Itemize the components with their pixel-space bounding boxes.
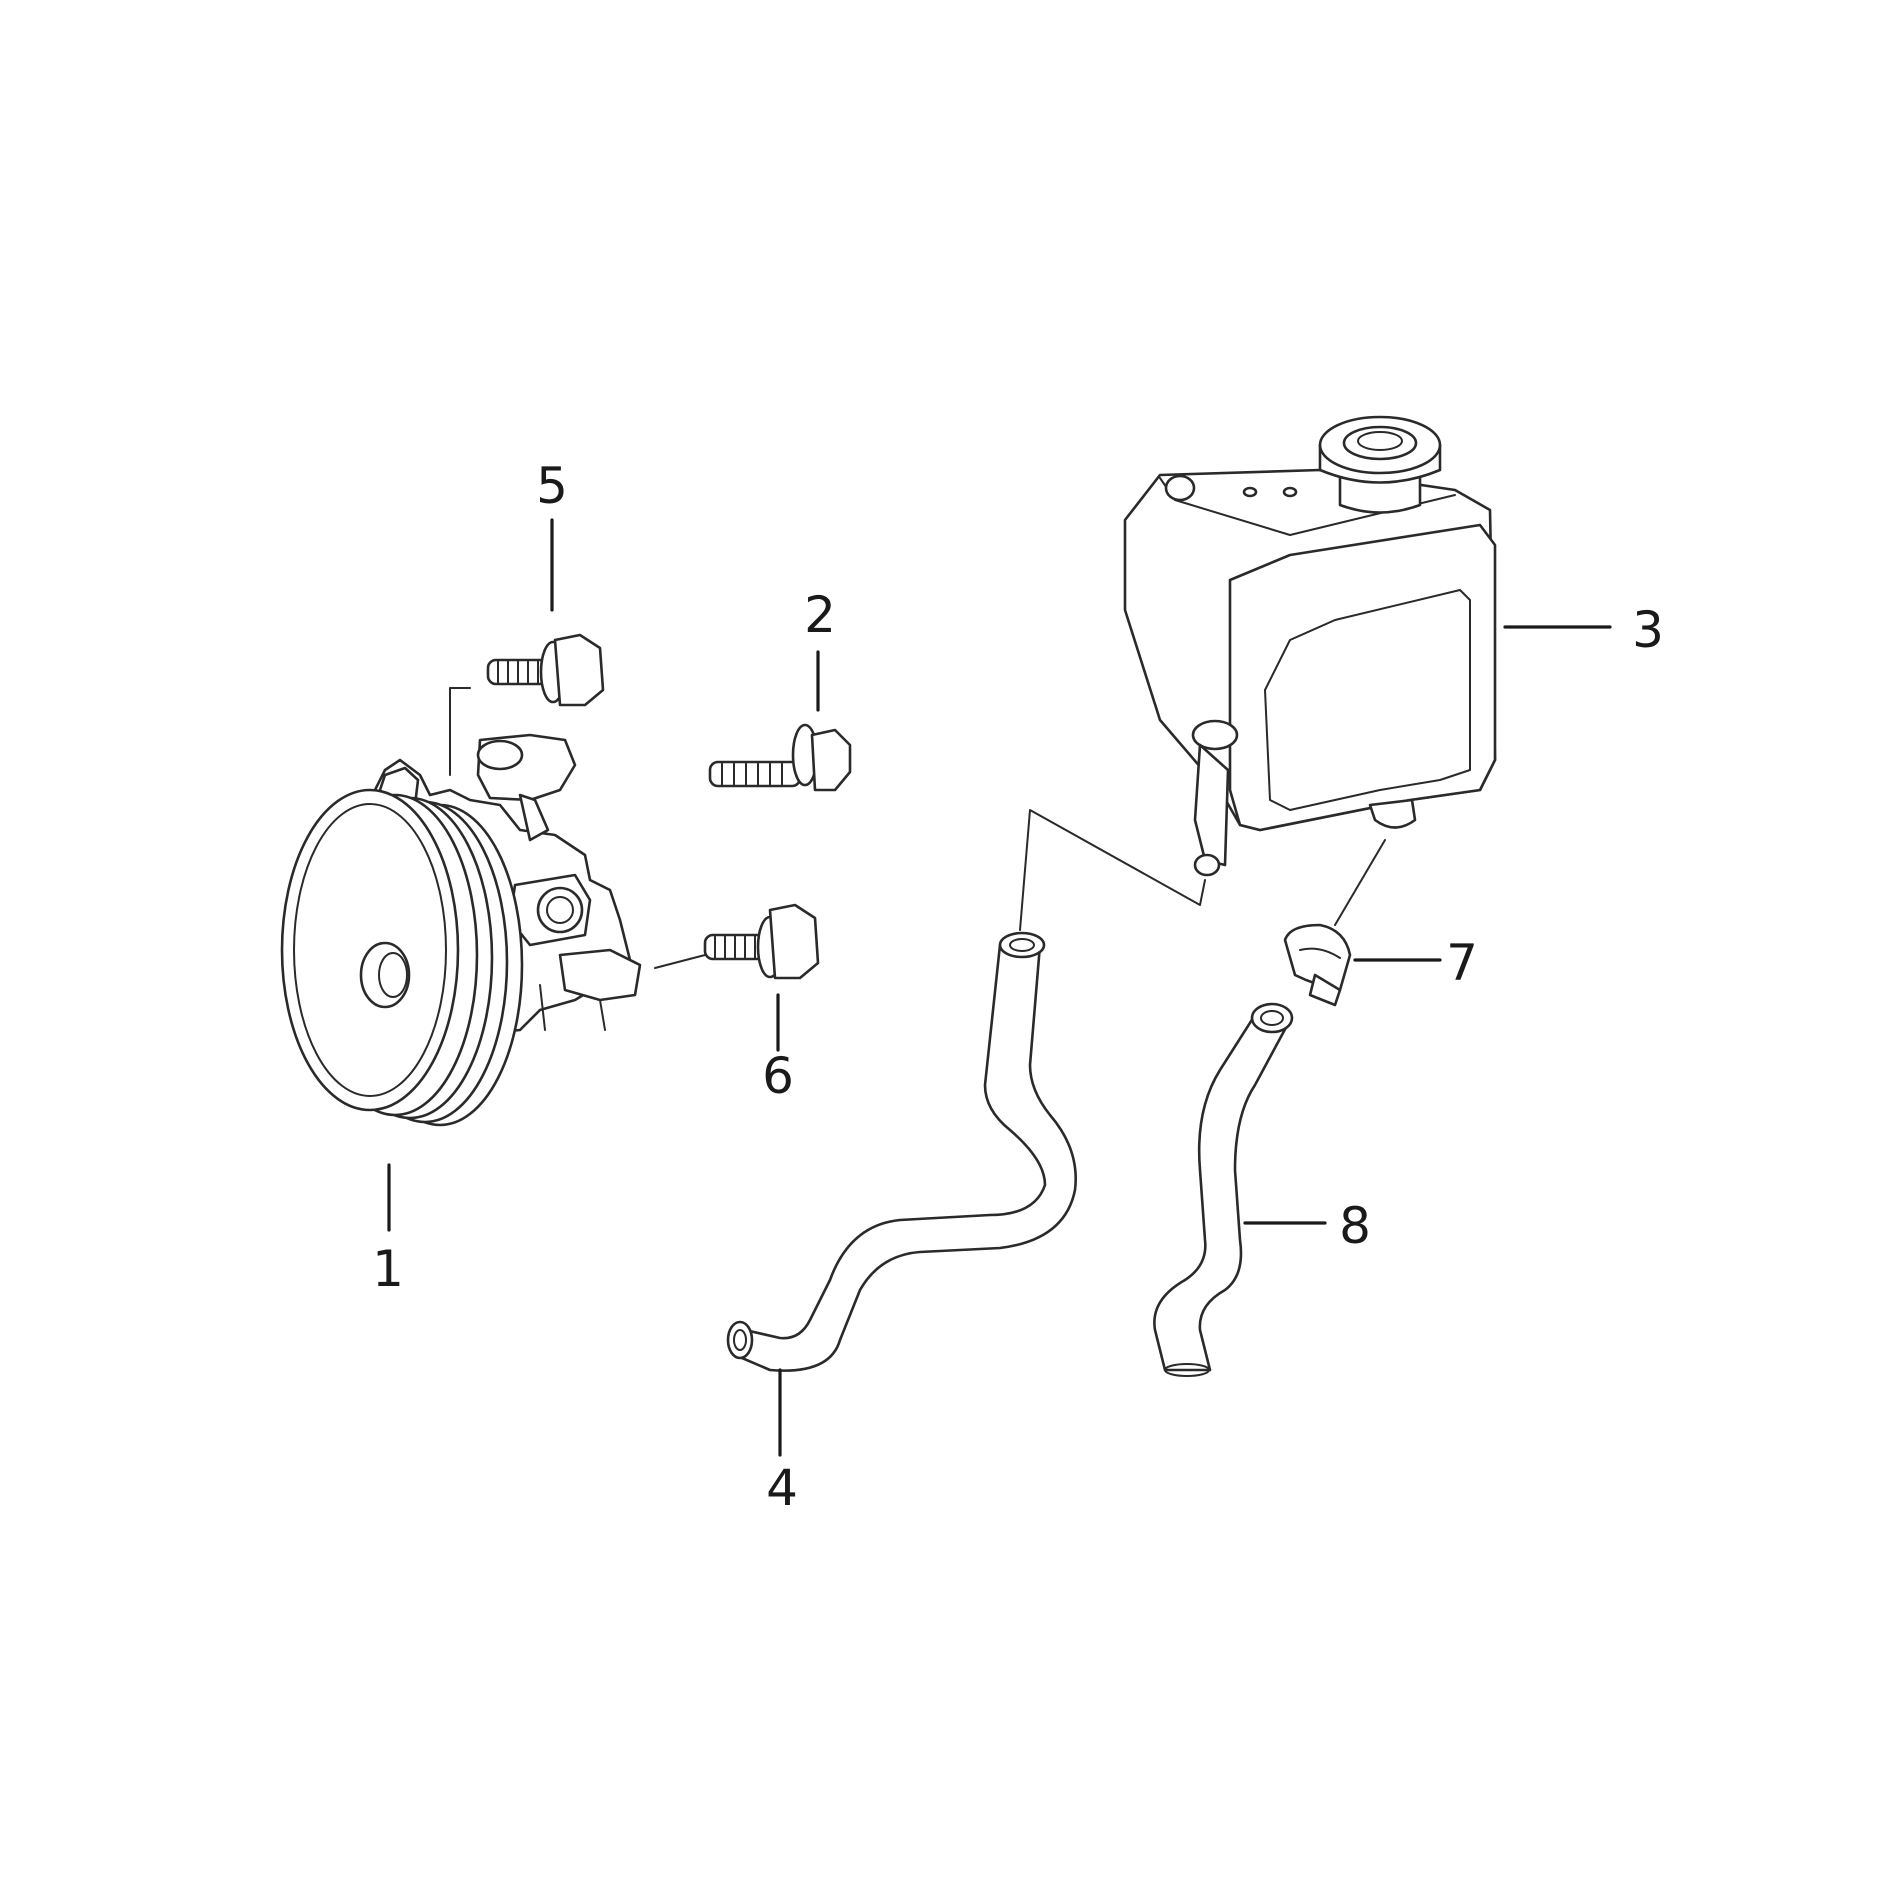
lower-bolt [703,903,820,980]
callout-4-label: 4 [766,1459,798,1517]
fluid-reservoir [1123,415,1497,877]
hose-clamp [1283,923,1352,1007]
callout-3-label: 3 [1632,601,1664,659]
stud-bolt [708,723,852,792]
bolt-6-alignment-line [654,954,706,969]
bolt-5-alignment-line [449,687,471,776]
callout-7-label: 7 [1446,934,1478,992]
return-hose [1153,1002,1294,1377]
clamp-connection-line [1334,839,1386,926]
callout-2-label: 2 [804,586,836,644]
callout-6-label: 6 [762,1047,794,1105]
supply-hose [726,931,1077,1372]
callout-5-label: 5 [536,457,568,515]
power-steering-pump [280,733,642,1127]
callout-8-label: 8 [1339,1197,1371,1255]
supply-hose-connection-line [1019,809,1206,931]
upper-bolt [486,633,605,707]
callout-1-label: 1 [372,1240,404,1298]
